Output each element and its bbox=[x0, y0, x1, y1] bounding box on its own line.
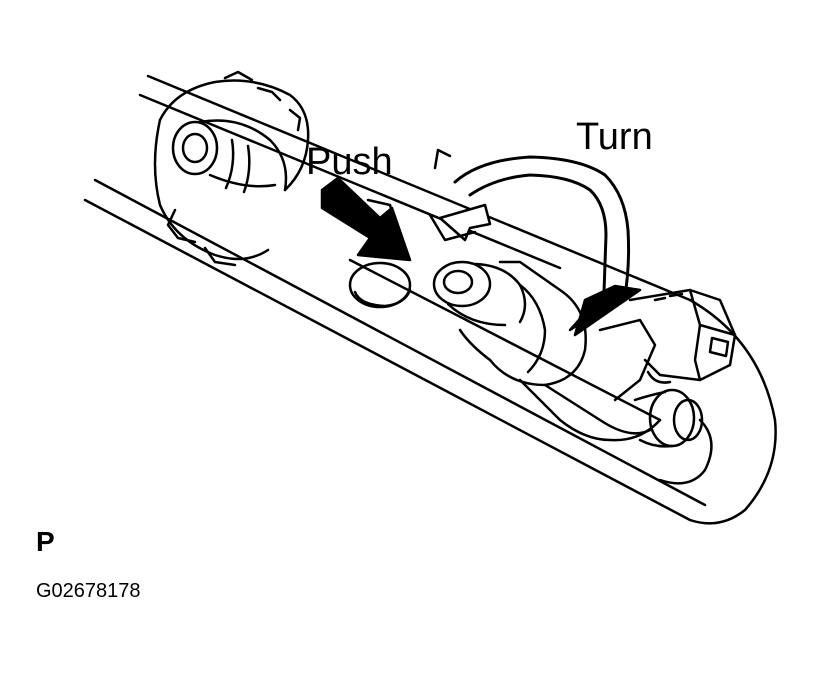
figure-id: G02678178 bbox=[36, 580, 141, 602]
turn-label: Turn bbox=[576, 116, 653, 158]
push-arrow bbox=[320, 176, 412, 262]
view-label: P bbox=[36, 526, 55, 557]
fuel-rail bbox=[83, 74, 777, 525]
installed-injector bbox=[153, 70, 310, 267]
turn-arrow bbox=[428, 148, 642, 337]
injector bbox=[432, 260, 737, 448]
push-label: Push bbox=[306, 141, 393, 183]
